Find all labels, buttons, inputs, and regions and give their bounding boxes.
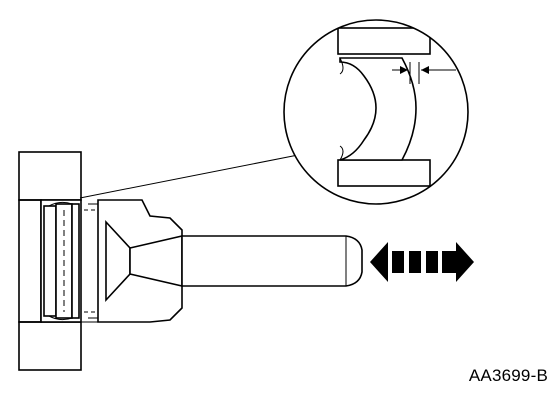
detail-magnifier: [283, 19, 469, 205]
shaft-flange: [84, 199, 183, 323]
double-arrow-icon: [370, 242, 474, 282]
part-code-label: AA3699-B: [468, 366, 548, 385]
detail-leader-lines: [79, 154, 299, 323]
bearing-seal: [40, 199, 82, 323]
output-shaft: [181, 235, 363, 287]
